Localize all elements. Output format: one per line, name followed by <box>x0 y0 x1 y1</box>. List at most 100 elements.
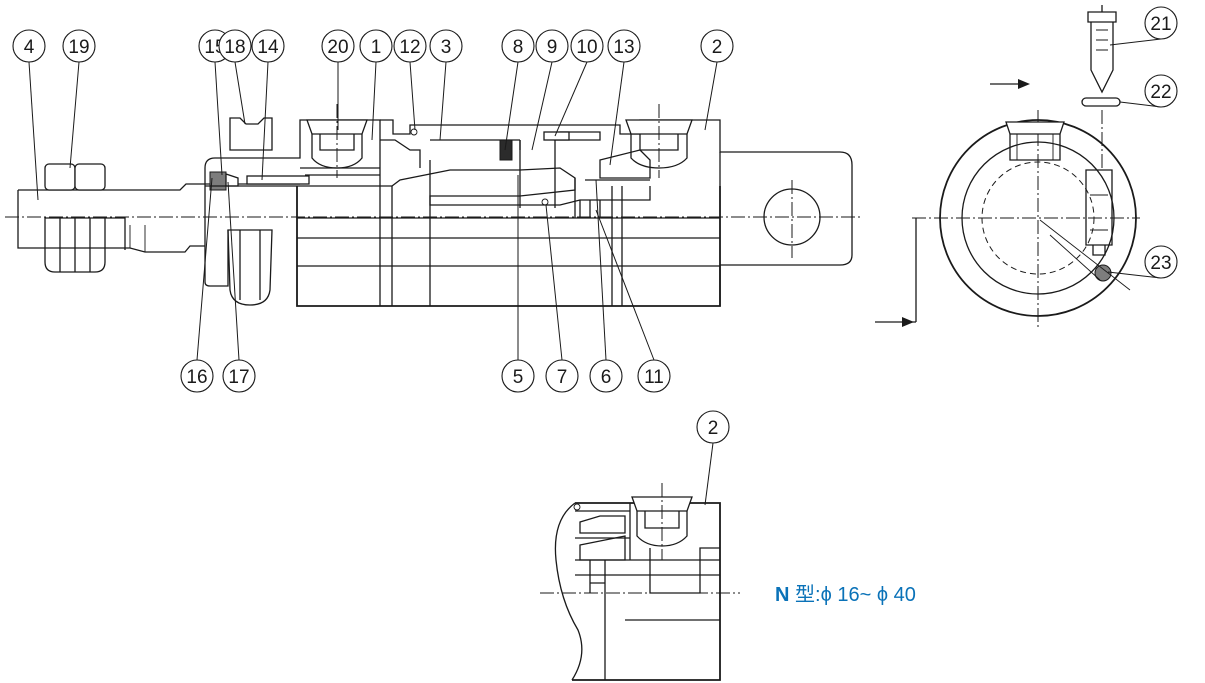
callout-20: 20 <box>321 29 355 130</box>
callout-leader <box>704 442 714 506</box>
rod-cover <box>204 119 381 287</box>
callout-number: 16 <box>186 367 207 388</box>
callout-balloon <box>501 29 535 63</box>
rod-seal-15 <box>209 171 227 191</box>
n-type-model: N <box>775 584 790 606</box>
n-type-range: ϕ 16~ ϕ 40 <box>820 584 916 606</box>
callout-7: 7 <box>545 204 579 393</box>
callout-leader <box>261 61 269 181</box>
callout-23: 23 <box>1107 245 1178 279</box>
callout-balloon <box>359 29 393 63</box>
callout-leader <box>595 179 607 361</box>
callout-3: 3 <box>429 29 463 141</box>
callout-balloon <box>696 410 730 444</box>
callout-number: 17 <box>228 367 249 388</box>
callout-12: 12 <box>393 29 427 131</box>
cylinder-tube <box>296 186 721 307</box>
callout-number: 20 <box>327 37 348 58</box>
callout-leader <box>609 61 625 166</box>
callout-number: 7 <box>557 367 568 388</box>
callout-11: 11 <box>595 209 671 393</box>
piston <box>391 167 651 206</box>
callout-leader <box>704 61 718 131</box>
callout-18: 18 <box>218 29 252 125</box>
piston-seal-8 <box>499 139 513 161</box>
callout-2: 2 <box>696 410 730 506</box>
callout-6: 6 <box>589 179 623 393</box>
callout-balloon <box>700 29 734 63</box>
callout-leader <box>214 61 223 176</box>
callout-8: 8 <box>501 29 535 151</box>
callout-leader <box>227 181 240 361</box>
callout-leader <box>1107 271 1162 279</box>
callout-balloon <box>607 29 641 63</box>
callout-number: 5 <box>513 367 524 388</box>
n-type-text: 型: <box>789 584 821 606</box>
callout-leader <box>554 61 588 137</box>
callout-leader <box>595 209 655 361</box>
callout-balloon <box>1144 6 1178 40</box>
callout-number: 8 <box>513 37 524 58</box>
callout-number: 9 <box>547 37 558 58</box>
callout-16: 16 <box>180 177 214 393</box>
callout-leader <box>531 61 553 151</box>
callout-leader <box>545 204 563 361</box>
callout-leader <box>69 61 80 169</box>
callout-leader <box>439 61 447 141</box>
callout-number: 6 <box>601 367 612 388</box>
callout-number: 22 <box>1150 82 1171 103</box>
rod-nut-right <box>74 163 106 191</box>
callout-number: 2 <box>712 37 723 58</box>
callout-leader <box>196 177 213 361</box>
end-view <box>875 5 1140 330</box>
callout-number: 19 <box>68 37 89 58</box>
callout-balloon <box>589 359 623 393</box>
callout-21: 21 <box>1109 6 1178 46</box>
adjust-screw-body <box>1085 169 1113 246</box>
callout-19: 19 <box>62 29 96 169</box>
callout-balloon <box>501 359 535 393</box>
mount-nut-top <box>229 117 273 151</box>
callout-number: 23 <box>1150 253 1171 274</box>
callout-leader <box>1109 38 1162 46</box>
callout-leader <box>234 61 246 125</box>
callout-balloon <box>180 359 214 393</box>
o-ring-12 <box>410 128 418 136</box>
callout-1: 1 <box>359 29 393 141</box>
callout-leader <box>1119 101 1162 108</box>
callout-14: 14 <box>251 29 285 181</box>
detail-break-line <box>554 502 583 681</box>
callout-number: 13 <box>613 37 634 58</box>
o-ring-22 <box>1081 97 1121 107</box>
callout-4: 4 <box>12 29 46 201</box>
callout-number: 12 <box>399 37 420 58</box>
callout-balloon <box>393 29 427 63</box>
n-type-detail-view <box>540 483 740 681</box>
callout-balloon <box>62 29 96 63</box>
callout-number: 14 <box>257 37 279 58</box>
callout-22: 22 <box>1119 74 1178 108</box>
callout-balloon <box>321 29 355 63</box>
callout-10: 10 <box>554 29 604 137</box>
callout-number: 18 <box>224 37 245 58</box>
callout-leader <box>28 61 39 201</box>
callout-balloon <box>429 29 463 63</box>
callout-balloon <box>1144 74 1178 108</box>
callout-balloon <box>218 29 252 63</box>
callout-17: 17 <box>222 181 256 393</box>
callout-number: 1 <box>371 37 382 58</box>
callout-13: 13 <box>607 29 641 166</box>
callout-balloon <box>222 359 256 393</box>
callout-number: 11 <box>644 367 664 388</box>
callout-number: 3 <box>441 37 452 58</box>
callout-balloon <box>12 29 46 63</box>
steel-ball-23 <box>1094 264 1112 282</box>
needle-screw-21 <box>1087 11 1117 23</box>
callout-balloon <box>570 29 604 63</box>
callout-number: 10 <box>576 37 597 58</box>
bushing-14 <box>246 175 310 185</box>
callout-balloon <box>637 359 671 393</box>
callout-leader <box>371 61 377 141</box>
callout-balloon <box>251 29 285 63</box>
callout-balloon <box>535 29 569 63</box>
